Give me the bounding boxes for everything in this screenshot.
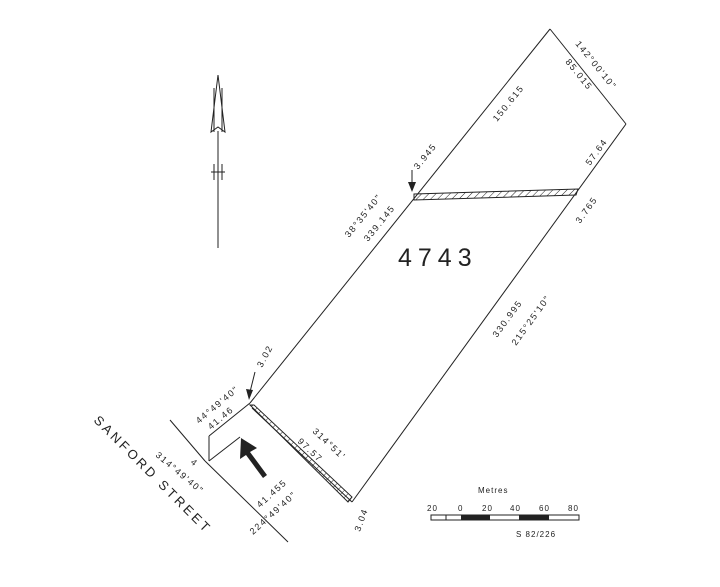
leader-arrow-icon	[246, 170, 416, 400]
street-boundary	[169, 419, 289, 543]
nw-easement-width-label: 3.945	[412, 141, 439, 171]
scale-tick-label: 80	[568, 504, 579, 513]
scale-tick-label: 20	[482, 504, 493, 513]
street-name: SANFORD STREET	[91, 413, 215, 537]
front-small-label: 4	[189, 457, 200, 469]
nw-upper-distance-label: 150.615	[491, 83, 526, 123]
scale-tick-label: 0	[458, 504, 463, 513]
scale-tick-label: 40	[510, 504, 521, 513]
survey-reference: S 82/226	[516, 530, 556, 539]
bottom-width-label: 3.04	[352, 507, 370, 533]
sw-easement-width-label: 3.02	[255, 343, 275, 369]
north-arrow-icon	[210, 74, 226, 248]
frontage-arrow-icon	[240, 438, 267, 478]
se-easement-width-label: 3.765	[574, 195, 600, 226]
lot-number: 4743	[398, 244, 478, 272]
scale-tick-label: 20	[427, 504, 438, 513]
easement-strip-upper	[413, 188, 579, 201]
scale-bar: Metres 20 0 20 40 60 80 S 82/226	[427, 486, 580, 539]
scale-bar-title: Metres	[478, 486, 508, 495]
scale-tick-label: 60	[539, 504, 550, 513]
easement-strip-lower	[248, 404, 353, 503]
